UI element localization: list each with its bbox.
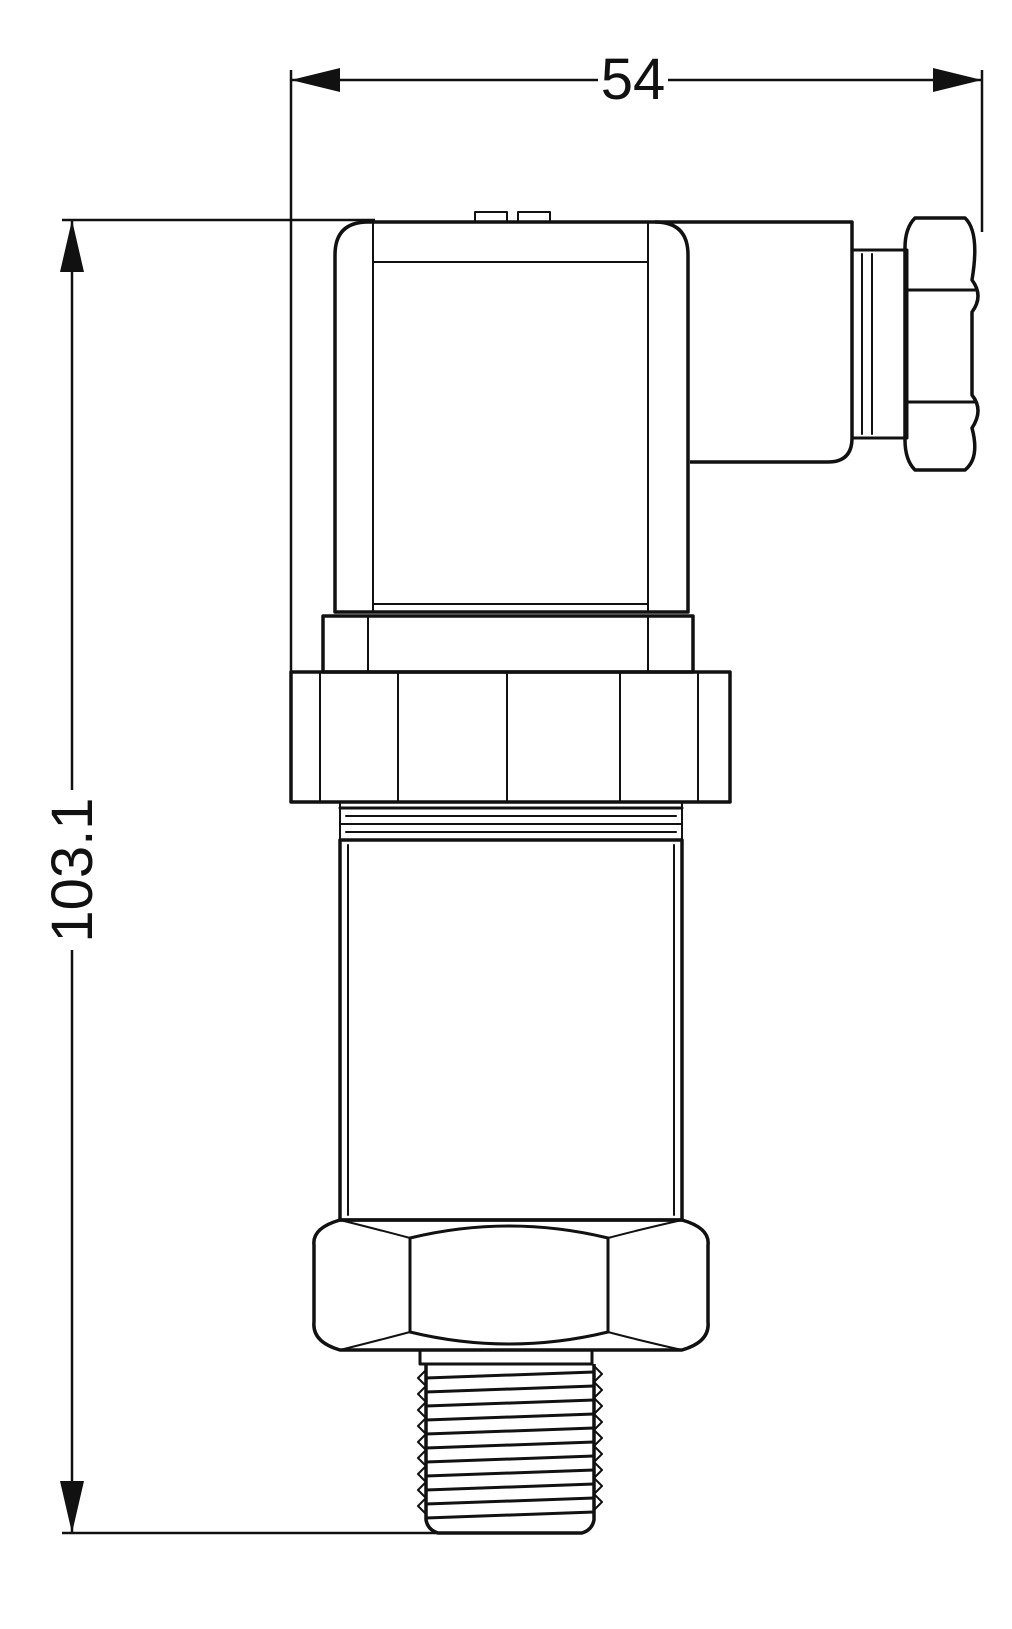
connector-body-outline [333, 220, 690, 614]
thread-teeth-left [417, 1369, 427, 1515]
width-dimension-label: 54 [601, 47, 666, 112]
thread-outline [424, 1364, 596, 1535]
thread-teeth-right [593, 1365, 603, 1511]
width-dimension: 54 [289, 47, 984, 800]
thread-crest [424, 1440, 596, 1450]
gland-neck [850, 248, 909, 440]
connector-base [321, 614, 695, 674]
connector-housing [333, 211, 690, 618]
cylinder-outline [338, 838, 684, 1222]
thread-crest [424, 1468, 596, 1478]
collar-outline [289, 670, 732, 804]
thread-neck [418, 1348, 594, 1366]
thread-crest [424, 1426, 596, 1436]
hex-chamfer-left-bottom [339, 1331, 411, 1351]
thread-crest [424, 1412, 596, 1422]
thread-crest [424, 1398, 596, 1408]
base-flange [321, 614, 695, 674]
thread-crest [424, 1384, 596, 1394]
width-arrow-left [291, 68, 340, 92]
thread-crest [424, 1370, 596, 1380]
hex-chamfer-bottom [408, 1330, 610, 1346]
hex-chamfer-top [408, 1224, 610, 1240]
thread-ring [338, 801, 684, 842]
thread-teeth-right-profile [593, 1365, 603, 1511]
thread-crest [424, 1482, 596, 1492]
thread-crest [424, 1510, 596, 1520]
thread-lines [424, 1370, 596, 1520]
thread-teeth-left-profile [417, 1369, 427, 1515]
height-arrow-bottom [60, 1481, 84, 1533]
hex-nut-outline [312, 1218, 710, 1352]
gland-arm [655, 220, 854, 464]
thread-crest [424, 1496, 596, 1506]
knurled-collar [289, 670, 732, 804]
hex-nut [312, 1218, 710, 1352]
height-arrow-top [60, 220, 84, 272]
process-thread [417, 1348, 603, 1535]
hex-chamfer-right-bottom [607, 1331, 683, 1351]
gland-nut [903, 216, 980, 472]
width-arrow-right [933, 68, 982, 92]
height-dimension: 103.1 [40, 218, 440, 1535]
height-dimension-label: 103.1 [40, 797, 105, 942]
hex-chamfer-right-top [607, 1219, 683, 1239]
hex-chamfer-left-top [339, 1219, 411, 1239]
thread-crest [424, 1454, 596, 1464]
cylinder-body [338, 838, 684, 1222]
cable-gland [655, 216, 980, 472]
